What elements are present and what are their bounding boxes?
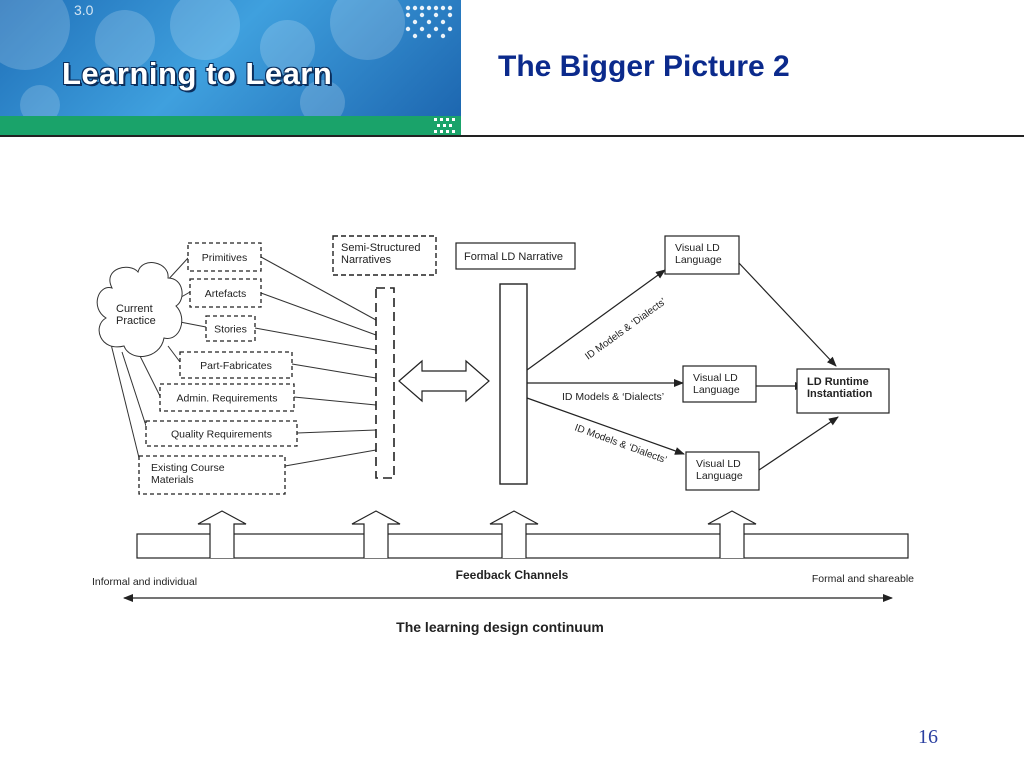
- id-models-label-upper: ID Models & ‘Dialects’: [583, 296, 668, 362]
- source-box: Admin. Requirements: [159, 383, 295, 412]
- cloud-icon: [96, 262, 183, 357]
- source-box: Quality Requirements: [145, 420, 298, 447]
- continuum-label: The learning design continuum: [396, 619, 604, 635]
- formal-label: Formal and shareable: [812, 573, 914, 585]
- source-label: Quality Requirements: [171, 429, 272, 441]
- text-line: Existing Course: [151, 462, 225, 474]
- banner-strip: [0, 116, 461, 136]
- text-line: Visual LD: [693, 372, 738, 384]
- feedback-channels-label: Feedback Channels: [456, 568, 569, 582]
- small-grid-icon: [434, 118, 455, 133]
- text-line: Current: [116, 303, 153, 315]
- version-label: 3.0: [74, 2, 94, 18]
- double-arrow-icon: [398, 359, 490, 403]
- feedback-arrow-icon: [489, 510, 539, 558]
- feedback-arrow-icon: [197, 510, 247, 558]
- page-number: 16: [918, 726, 938, 748]
- text-line: Materials: [151, 474, 194, 486]
- formal-narrative-column: [499, 283, 528, 485]
- text-line: Language: [675, 254, 722, 266]
- text-line: Instantiation: [807, 388, 873, 400]
- source-label: Admin. Requirements: [177, 393, 278, 405]
- source-box: Part-Fabricates: [179, 351, 293, 379]
- text-line: LD Runtime: [807, 376, 869, 388]
- feedback-arrows: [197, 510, 757, 558]
- text-line: Language: [693, 384, 740, 396]
- formal-narrative-label: Formal LD Narrative: [464, 251, 563, 263]
- logo-text: Learning to Learn: [62, 56, 333, 91]
- slide-title: The Bigger Picture 2: [498, 50, 790, 83]
- id-models-label-lower: ID Models & ‘Dialects’: [573, 422, 668, 466]
- source-label: Primitives: [202, 252, 248, 264]
- source-label: Stories: [214, 324, 247, 336]
- id-model-arrows: [526, 261, 839, 471]
- dot-grid-icon: [405, 5, 453, 39]
- informal-label: Informal and individual: [92, 576, 197, 588]
- source-box: Primitives: [187, 242, 262, 272]
- id-models-label-middle: ID Models & ‘Dialects’: [562, 391, 664, 403]
- feedback-arrow-icon: [707, 510, 757, 558]
- text-line: Visual LD: [675, 242, 720, 254]
- text-line: Practice: [116, 315, 156, 327]
- header-banner: 3.0 Learning to Learn: [0, 0, 461, 136]
- header-divider: [0, 135, 1024, 137]
- text-line: Narratives: [341, 254, 392, 266]
- formal-narrative-box: Formal LD Narrative: [455, 242, 576, 270]
- source-boxes: PrimitivesArtefactsStoriesPart-Fabricate…: [138, 242, 298, 495]
- text-line: Language: [696, 470, 743, 482]
- source-connectors: [254, 256, 377, 467]
- semi-structured-column: [375, 287, 395, 479]
- text-line: Semi-Structured: [341, 242, 420, 254]
- feedback-arrow-icon: [351, 510, 401, 558]
- source-box: Artefacts: [189, 278, 262, 308]
- source-label: Part-Fabricates: [200, 360, 272, 372]
- source-box: Stories: [205, 315, 256, 342]
- source-label: Artefacts: [205, 288, 246, 300]
- text-line: Visual LD: [696, 458, 741, 470]
